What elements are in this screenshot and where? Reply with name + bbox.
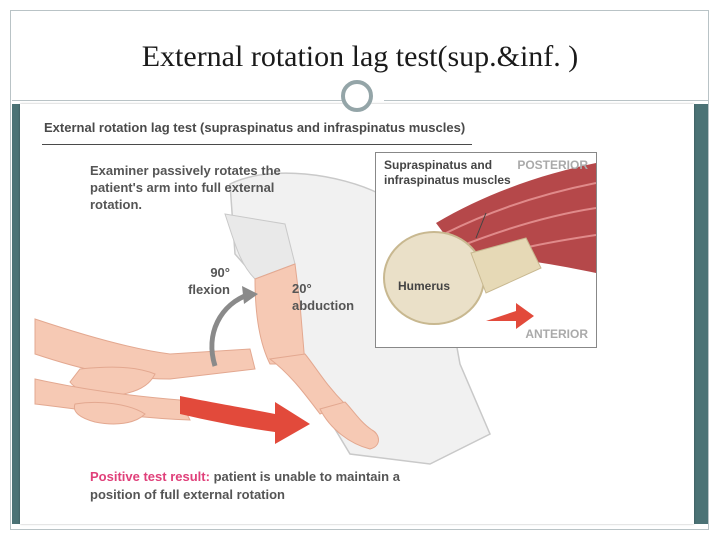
abduction-caption: 20° abduction xyxy=(292,281,355,313)
anatomy-inset: Supraspinatus and infraspinatus muscles … xyxy=(375,152,597,348)
illustration-drawing xyxy=(34,172,491,465)
slide-title: External rotation lag test(sup.&inf. ) xyxy=(141,40,579,73)
patient-hand xyxy=(319,401,379,450)
examiner-caption: Examiner passively rotates the patient's… xyxy=(90,163,281,212)
rotation-arrow-head xyxy=(242,286,258,304)
humerus-neck xyxy=(470,237,542,294)
figure-title-rule xyxy=(42,144,472,145)
examiner-hand-lower xyxy=(73,401,146,425)
muscle-pointer xyxy=(475,212,487,239)
humerus-head xyxy=(383,231,485,325)
patient-upper-arm xyxy=(254,263,306,365)
muscle-shape xyxy=(436,163,596,273)
result-lead: Positive test result: xyxy=(90,469,210,484)
posterior-label: POSTERIOR xyxy=(517,158,588,172)
decorative-ring-icon xyxy=(341,80,373,112)
muscles-label: Supraspinatus and infraspinatus muscles xyxy=(384,158,511,187)
examiner-arm-upper xyxy=(34,318,256,380)
inset-drawing xyxy=(383,163,596,329)
examiner-arm-lower xyxy=(34,378,191,421)
muscle-fiber xyxy=(455,207,596,249)
humerus-label: Humerus xyxy=(398,279,451,293)
title-divider-right xyxy=(384,100,708,101)
clinical-illustration: External rotation lag test (supraspinatu… xyxy=(20,104,694,524)
anterior-label: ANTERIOR xyxy=(525,327,588,341)
muscle-fiber xyxy=(445,182,596,234)
rotation-arrow xyxy=(209,291,251,367)
result-text: patient is unable to maintain a position… xyxy=(90,469,400,502)
figure-title: External rotation lag test (supraspinatu… xyxy=(44,120,466,135)
title-divider-left xyxy=(12,100,342,101)
anterior-arrow xyxy=(486,303,534,329)
lag-arrow xyxy=(180,396,310,444)
result-caption: Positive test result: patient is unable … xyxy=(90,468,410,504)
flexion-caption: 90° flexion xyxy=(188,265,230,297)
